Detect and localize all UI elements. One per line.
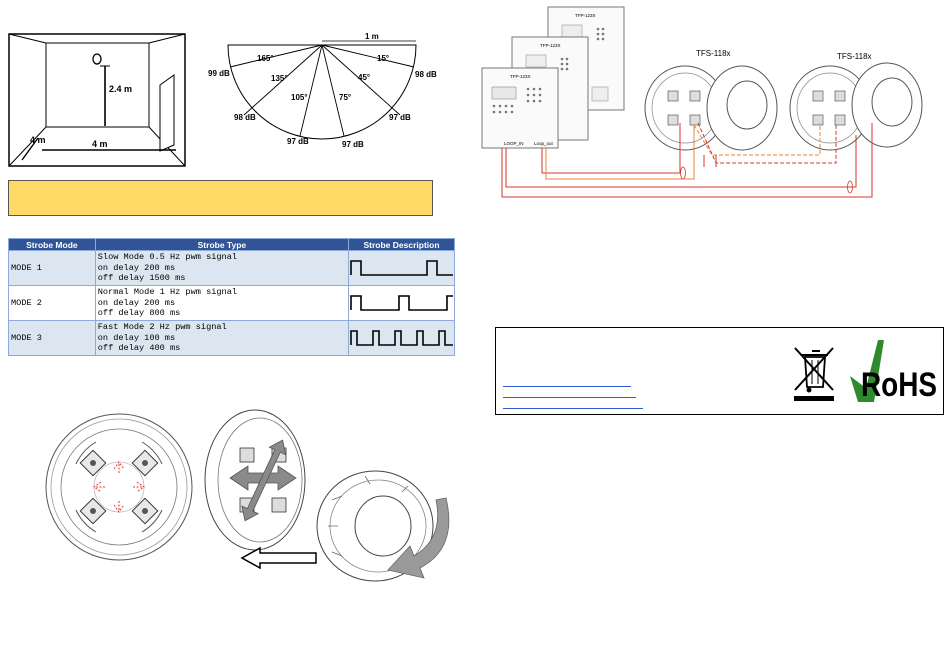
angle-135-label: 135° xyxy=(271,74,288,83)
rotation-arrows-icon xyxy=(93,461,145,513)
type-cell: Normal Mode 1 Hz pwm signal on delay 200… xyxy=(94,285,350,321)
angle-45-label: 45° xyxy=(358,73,370,82)
header-strobe-mode: Strobe Mode xyxy=(8,238,96,251)
terminal-label-loop-in: LOOP_IN xyxy=(504,141,524,146)
panel-label-back: TFP-123X xyxy=(575,13,596,18)
strobe-mode-table: Strobe Mode Strobe Type Strobe Descripti… xyxy=(8,238,455,356)
waveform-cell xyxy=(348,320,455,356)
wire-loop-out xyxy=(501,123,873,198)
type-line: off delay 400 ms xyxy=(97,343,181,354)
detector-head-icon xyxy=(851,62,923,148)
type-cell: Slow Mode 0.5 Hz pwm signal on delay 200… xyxy=(94,250,350,286)
wire-link xyxy=(541,123,681,174)
mounting-base-illustration xyxy=(45,413,193,561)
type-line: off delay 1500 ms xyxy=(97,273,186,284)
device-label-1: TFS-118x xyxy=(696,49,731,58)
highlight-note-box xyxy=(8,180,433,216)
type-line: on delay 100 ms xyxy=(97,332,176,343)
level-165-label: 99 dB xyxy=(208,69,230,78)
angle-15-label: 15° xyxy=(377,54,389,63)
detector-head-icon xyxy=(706,65,778,151)
type-line: Slow Mode 0.5 Hz pwm signal xyxy=(97,252,238,263)
type-line: Fast Mode 2 Hz pwm signal xyxy=(97,322,227,333)
mode-cell: MODE 2 xyxy=(8,285,96,321)
sounder-icon xyxy=(92,53,102,65)
type-line: on delay 200 ms xyxy=(97,297,176,308)
mode-cell: MODE 1 xyxy=(8,250,96,286)
type-line: off delay 800 ms xyxy=(97,308,181,319)
checkmark-icon xyxy=(850,340,884,402)
room-diagram: 2.4 m 4 m 4 m xyxy=(8,33,186,167)
rohs-logo: RoHS xyxy=(850,340,937,404)
move-left-arrow-icon xyxy=(240,546,317,570)
fast-waveform-icon xyxy=(350,330,454,346)
wire-loop-in xyxy=(505,135,857,188)
terminal-label-loop-out: Loop_out xyxy=(534,141,554,146)
angle-75-label: 75° xyxy=(339,93,351,102)
type-line: Normal Mode 1 Hz pwm signal xyxy=(97,287,238,298)
level-75-label: 97 dB xyxy=(342,140,364,149)
coverage-polar-diagram: 1 m 165° 15° 135° 45° 105° 75° 99 dB 98 … xyxy=(208,32,437,149)
waveform-cell xyxy=(348,285,455,321)
angle-165-label: 165° xyxy=(257,54,274,63)
rohs-logo-text: RoHS xyxy=(861,366,937,404)
rotate-arrow-icon xyxy=(387,497,450,579)
header-strobe-description: Strobe Description xyxy=(348,238,455,251)
weee-bin-icon xyxy=(794,347,834,401)
level-135-label: 98 dB xyxy=(234,113,256,122)
compliance-box: RoHS xyxy=(495,327,944,415)
cross-arrow-icon xyxy=(229,439,297,522)
header-strobe-type: Strobe Type xyxy=(94,238,350,251)
level-45-label: 97 dB xyxy=(389,113,411,122)
table-header-row: Strobe Mode Strobe Type Strobe Descripti… xyxy=(8,238,455,251)
table-row: MODE 1 Slow Mode 0.5 Hz pwm signal on de… xyxy=(8,250,455,286)
wiring-diagram: TFP-123X TFP-123X TFP-123X LOOP_IN Loop_… xyxy=(481,6,923,198)
device-label-2: TFS-118x xyxy=(837,52,872,61)
waveform-cell xyxy=(348,250,455,286)
level-15-label: 98 dB xyxy=(415,70,437,79)
link-underline[interactable] xyxy=(503,397,636,398)
panel-label-front: TFP-123X xyxy=(510,74,531,79)
link-underline[interactable] xyxy=(503,408,643,409)
type-line: on delay 200 ms xyxy=(97,262,176,273)
control-panel-icon: TFP-123X LOOP_IN Loop_out xyxy=(481,67,559,149)
installation-illustration xyxy=(204,409,450,582)
distance-label: 1 m xyxy=(365,32,379,41)
panel-label-middle: TFP-123X xyxy=(540,43,561,48)
room-height-label: 2.4 m xyxy=(109,84,132,94)
mode-cell: MODE 3 xyxy=(8,320,96,356)
detector-base-icon xyxy=(644,65,726,151)
room-width-label: 4 m xyxy=(92,139,108,149)
slow-waveform-icon xyxy=(350,260,454,276)
link-underline[interactable] xyxy=(503,386,631,387)
detector-base-icon xyxy=(789,65,871,151)
type-cell: Fast Mode 2 Hz pwm signal on delay 100 m… xyxy=(94,320,350,356)
level-105-label: 97 dB xyxy=(287,137,309,146)
normal-waveform-icon xyxy=(350,295,454,311)
table-row: MODE 2 Normal Mode 1 Hz pwm signal on de… xyxy=(8,285,455,321)
table-row: MODE 3 Fast Mode 2 Hz pwm signal on dela… xyxy=(8,320,455,356)
room-depth-label: 4 m xyxy=(30,135,46,145)
angle-105-label: 105° xyxy=(291,93,308,102)
